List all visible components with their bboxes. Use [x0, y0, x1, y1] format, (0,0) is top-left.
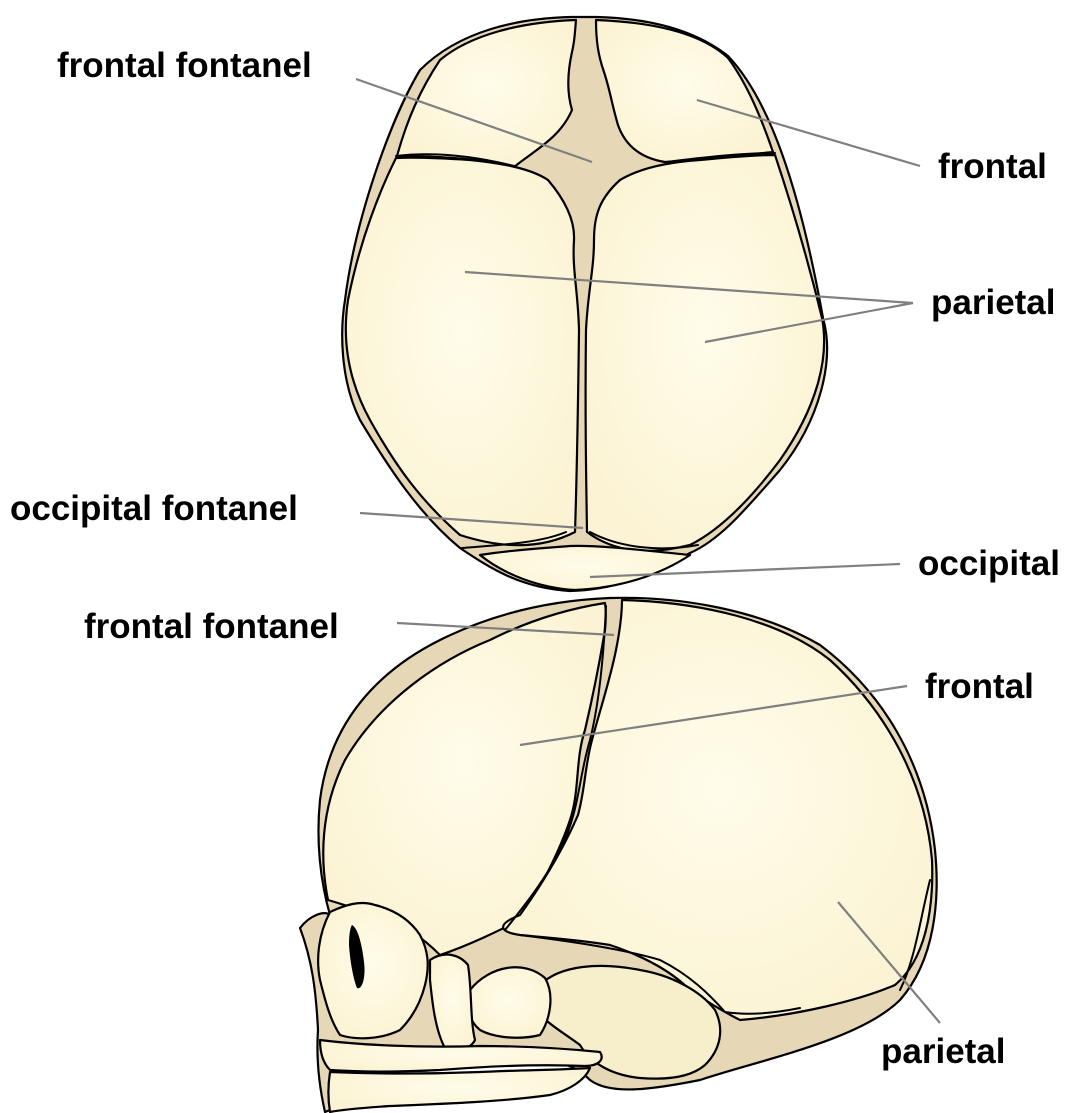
label-side-parietal: parietal: [881, 1032, 1006, 1071]
side-mandible-bone: [329, 1068, 591, 1112]
skull-top-view: [342, 17, 827, 591]
top-occipital-bone: [480, 546, 690, 590]
top-right-parietal-bone: [586, 155, 825, 551]
label-top-frontal-fontanel: frontal fontanel: [57, 46, 312, 85]
label-top-occipital: occipital: [918, 544, 1060, 583]
label-side-frontal-fontanel: frontal fontanel: [84, 607, 339, 646]
skull-side-view: [300, 598, 937, 1112]
label-top-parietal: parietal: [931, 283, 1056, 322]
top-left-parietal-bone: [346, 158, 579, 546]
label-side-frontal: frontal: [925, 667, 1034, 706]
label-top-frontal: frontal: [938, 147, 1047, 186]
side-facial-bones: [318, 903, 428, 1038]
label-top-occipital-fontanel: occipital fontanel: [10, 489, 298, 528]
